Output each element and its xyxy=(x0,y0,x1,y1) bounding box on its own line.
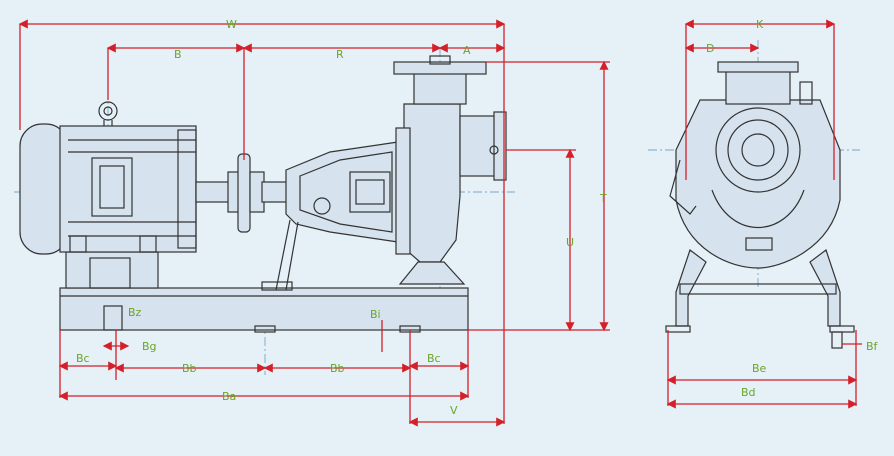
label-Bb-left: Bb xyxy=(182,362,197,375)
pump-casing xyxy=(403,103,461,263)
coupling xyxy=(237,153,251,233)
motor xyxy=(19,101,197,255)
label-Bb-right: Bb xyxy=(330,362,345,375)
label-V: V xyxy=(450,404,458,417)
label-W: W xyxy=(226,18,237,31)
label-T: T xyxy=(599,192,607,205)
label-D: D xyxy=(706,42,714,55)
label-Bd: Bd xyxy=(741,386,756,399)
label-Bc-right: Bc xyxy=(427,352,441,365)
label-Bi: Bi xyxy=(370,308,381,321)
dimension-labels: W B R A T U Bz Bi Bg Bc Bb Bb Bc Ba V K … xyxy=(76,18,879,417)
label-A: A xyxy=(463,44,471,57)
dimension-lines xyxy=(18,19,862,427)
label-Bc-left: Bc xyxy=(76,352,90,365)
label-B: B xyxy=(174,48,182,61)
label-R: R xyxy=(336,48,344,61)
front-view-pump xyxy=(665,61,855,349)
label-Ba: Ba xyxy=(222,390,236,403)
label-U: U xyxy=(566,236,574,249)
side-view-pump xyxy=(19,55,507,333)
label-Bf: Bf xyxy=(866,340,879,353)
base-plate xyxy=(59,287,469,331)
label-Be: Be xyxy=(752,362,767,375)
label-Bz: Bz xyxy=(128,306,142,319)
label-K: K xyxy=(756,18,764,31)
label-Bg: Bg xyxy=(142,340,157,353)
